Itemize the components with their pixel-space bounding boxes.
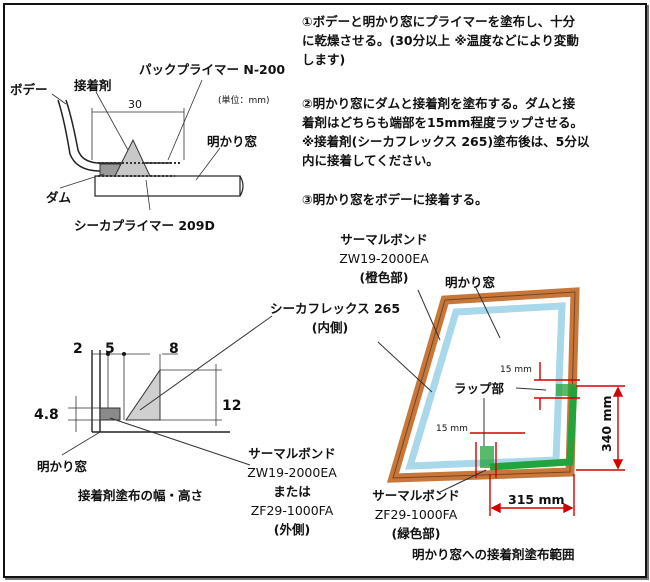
dim315-arrow-left (490, 502, 501, 514)
dim340-arrow-bottom (612, 459, 624, 470)
label-profile-window: 明かり窓 (37, 459, 88, 474)
label-sikaflex-inner: (内側) (311, 320, 349, 335)
label-dim-30: 30 (128, 98, 142, 111)
label-thermal-bond-green: サーマルボンド (372, 488, 460, 503)
leader-window (195, 147, 221, 181)
outer-frame (3, 3, 647, 578)
label-window: 明かり窓 (207, 134, 258, 149)
glass-break (239, 175, 244, 197)
label-or: または (273, 484, 311, 499)
leader-sikaflex (139, 315, 273, 411)
step2-line3: ※接着剤(シーカフレックス 265)塗布後は、5分以 (302, 134, 590, 149)
profile-dim-8: 8 (169, 341, 179, 357)
label-green-part: (緑色部) (391, 526, 441, 541)
label-zw-outer: ZW19-2000EA (247, 465, 337, 480)
lap-upper-mark (556, 384, 576, 396)
label-adhesive: 接着剤 (74, 78, 112, 93)
label-thermal-bond-orange: サーマルボンド (340, 232, 428, 247)
label-orange-part: (橙色部) (359, 270, 409, 285)
label-thermal-bond-outer: サーマルボンド (248, 446, 336, 461)
leader-thermal-outer (109, 417, 251, 466)
label-sika-primer: シーカプライマー 209D (74, 218, 215, 233)
leader-orange (417, 289, 441, 341)
profile-dim-12: 12 (222, 398, 242, 414)
label-window-right: 明かり窓 (445, 275, 496, 290)
step1-line1: ①ボデーと明かり窓にプライマーを塗布し、十分 (302, 14, 576, 29)
profile-dim-2: 2 (73, 341, 83, 357)
label-pack-primer: パックプライマー N-200 (139, 62, 286, 77)
red-dimensions (470, 362, 625, 516)
dim340-arrow-top (612, 386, 624, 397)
label-zf-green: ZF29-1000FA (374, 507, 458, 522)
body-outline (65, 99, 170, 164)
leader-window-pane (475, 287, 501, 339)
label-body: ボデー (10, 82, 48, 97)
green-segment (489, 385, 578, 471)
step1-line3: します) (302, 52, 346, 67)
dim315-arrow-right (563, 502, 574, 514)
label-application-range: 明かり窓への接着剤塗布範囲 (412, 547, 575, 562)
window-diagram (377, 287, 625, 516)
profile-dim-4-8: 4.8 (34, 407, 59, 423)
orange-frame-edge (392, 291, 576, 479)
step2-line2: 着剤はどちらも端部を15mm程度ラップさせる。 (302, 115, 583, 130)
label-15mm-lower: 15 mm (436, 424, 468, 434)
label-340mm: 340 mm (599, 395, 614, 453)
leader-lap (515, 387, 547, 391)
bead-profile (61, 315, 273, 466)
leader-sika-primer (145, 179, 151, 211)
adhesive-bead (114, 138, 151, 177)
leader-green (439, 469, 487, 493)
cross-section-top (51, 79, 244, 211)
leader-dam (59, 173, 105, 189)
window-glass (94, 175, 241, 197)
label-profile-caption: 接着剤塗布の幅・高さ (78, 488, 204, 503)
leader-sikaflex-right (377, 341, 433, 393)
label-315mm: 315 mm (508, 492, 565, 507)
step2-line4: 内に接着してください。 (302, 153, 439, 168)
leader-window-profile (61, 431, 101, 456)
step3-line1: ③明かり窓をボデーに接着する。 (302, 192, 488, 207)
label-outer-side: (外側) (273, 522, 311, 537)
label-sikaflex-265: シーカフレックス 265 (270, 301, 401, 316)
label-zf-outer: ZF29-1000FA (250, 503, 334, 518)
leader-body (51, 93, 67, 105)
profile-dim-5: 5 (105, 341, 115, 357)
step1-line2: に乾燥させる。(30分以上 ※温度などにより変動 (302, 33, 579, 48)
label-zw-orange: ZW19-2000EA (339, 251, 429, 266)
leader-pack-primer (167, 79, 203, 161)
body-outline-inner (57, 99, 115, 172)
label-15mm-upper: 15 mm (500, 365, 532, 375)
profile-bead (125, 368, 161, 421)
step2-line1: ②明かり窓にダムと接着剤を塗布する。ダムと接 (302, 96, 576, 111)
lap-lower-mark (480, 446, 494, 468)
label-unit: (単位：mm) (218, 96, 270, 106)
profile-dam (99, 407, 121, 421)
leader-adhesive (95, 91, 129, 151)
label-dam: ダム (46, 190, 72, 205)
label-lap: ラップ部 (454, 381, 505, 396)
